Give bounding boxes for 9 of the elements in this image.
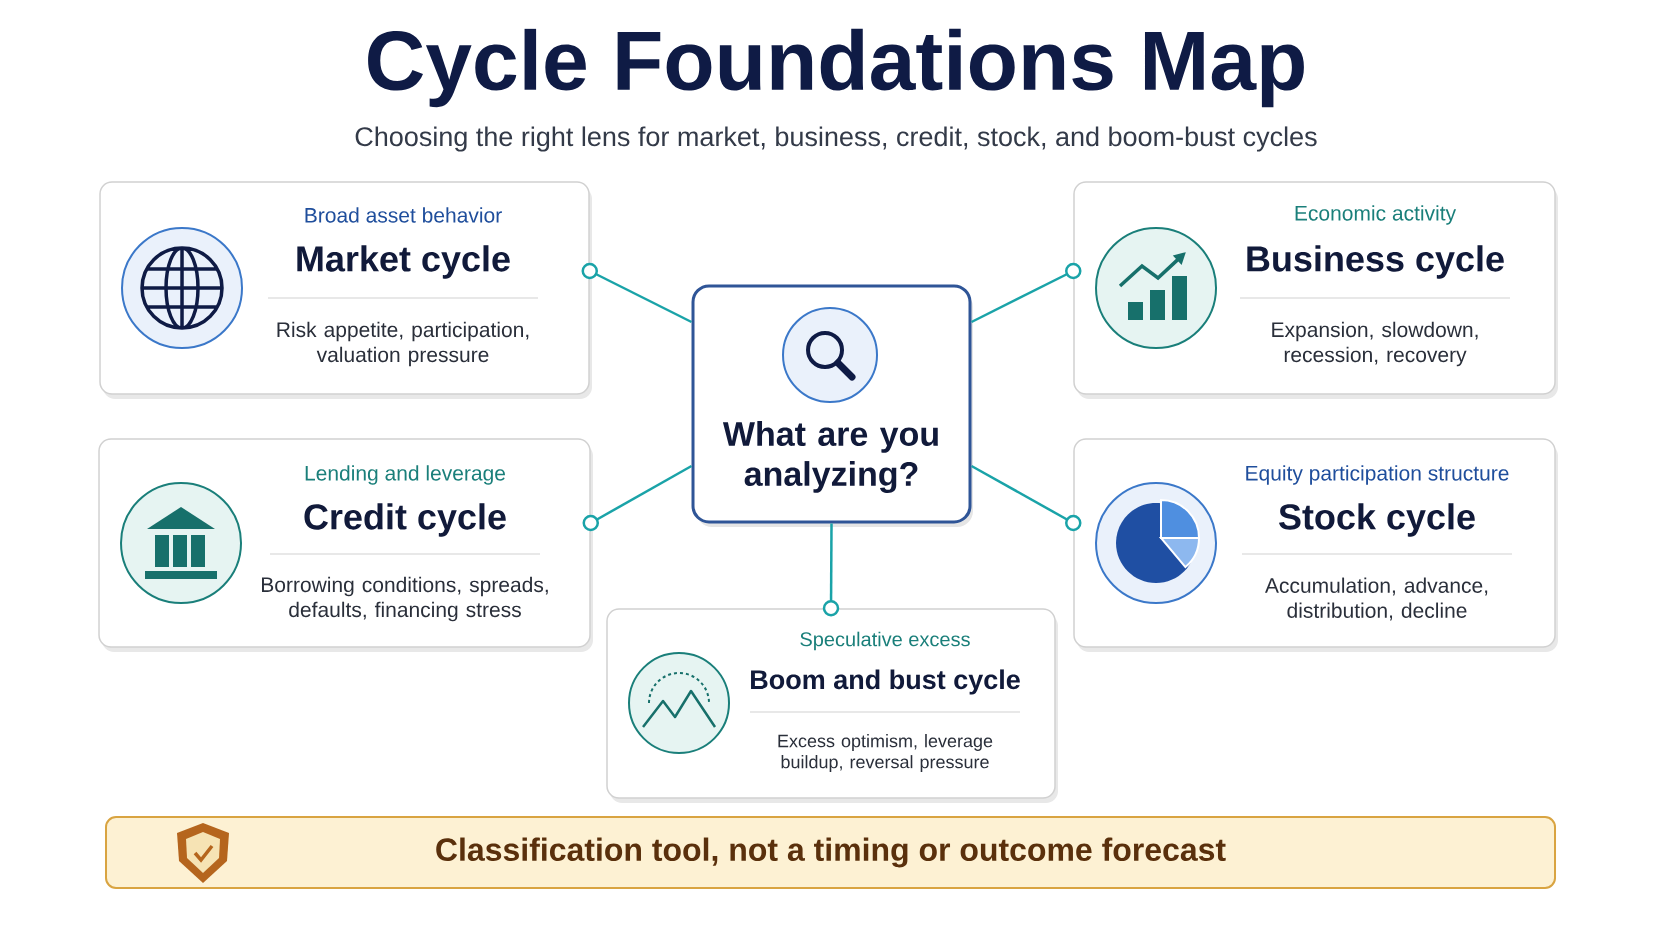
connector: [581, 262, 693, 324]
connector: [970, 464, 1082, 532]
banner: Classification tool, not a timing or outcome forecast: [105, 816, 1556, 889]
title: Cycle Foundations Map: [368, 28, 1304, 108]
connector: [970, 262, 1082, 324]
connector: [582, 464, 693, 532]
connector: [822, 523, 840, 617]
card: Speculative excess Boom and bust cycle Excess optimism, leverage buildup, reversal pressure: [606, 608, 1058, 803]
subtitle: Choosing the right lens for market, business, credit, stock, and boom-bust cycles: [355, 126, 1317, 152]
